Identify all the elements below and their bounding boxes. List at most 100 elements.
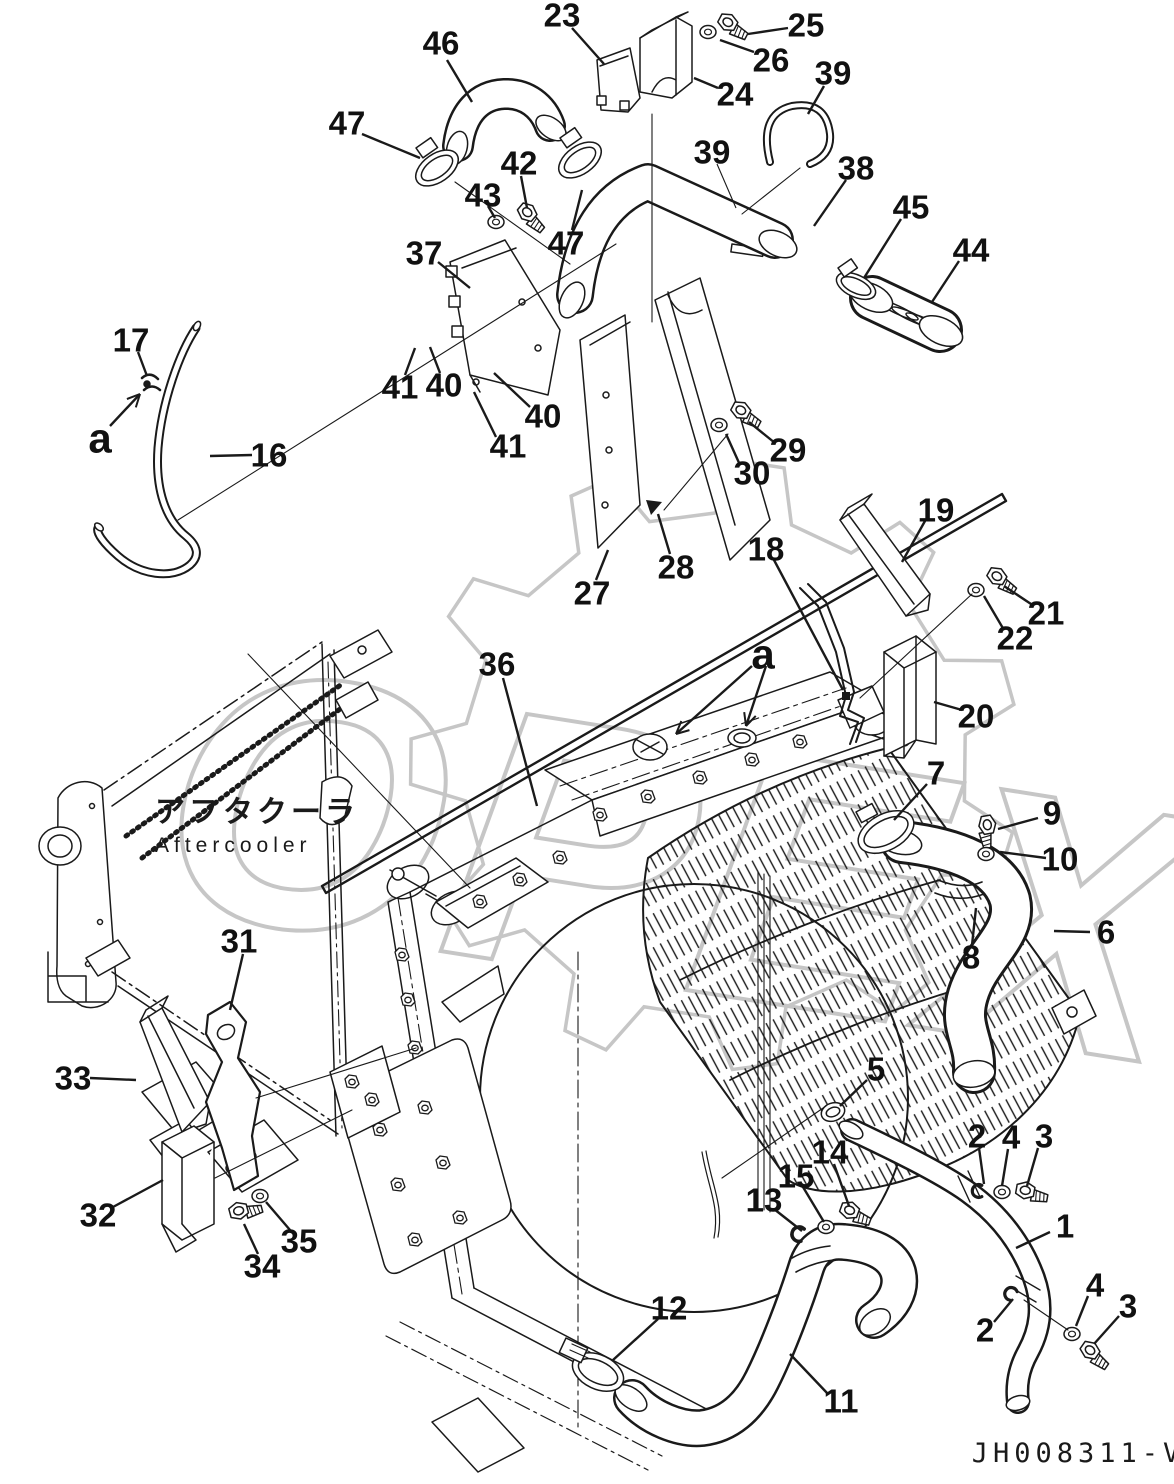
part-27-plate <box>579 314 641 549</box>
alignment-lines <box>177 113 1069 1331</box>
leader-line-23 <box>571 27 605 65</box>
leader-line-43 <box>486 205 497 219</box>
callout-30-23: 30 <box>734 455 771 492</box>
leader-arrowhead-a <box>745 715 757 727</box>
leader-line-30 <box>724 433 742 466</box>
callout-41-19: 41 <box>490 428 527 465</box>
callout-7-33: 7 <box>927 755 945 792</box>
leader-line-a <box>675 665 753 735</box>
part-24-cover <box>639 11 693 99</box>
leader-line-11 <box>789 1353 829 1395</box>
clamp-45 <box>835 258 877 301</box>
leader-line-6 <box>1053 929 1091 934</box>
washer-22 <box>967 582 985 598</box>
callout-11-52: 11 <box>824 1383 859 1420</box>
leader-line-44 <box>930 260 961 303</box>
callout-46-1: 46 <box>423 25 460 62</box>
leader-line-14 <box>832 1163 851 1207</box>
washer-35 <box>251 1188 269 1204</box>
leader-line-8 <box>970 907 978 946</box>
clamp-5 <box>820 1101 846 1123</box>
leader-arrowhead-a <box>134 393 141 408</box>
callout-42-7: 42 <box>501 145 538 182</box>
clamp-12 <box>558 1337 625 1392</box>
leader-line-25 <box>747 26 789 36</box>
callout-9-34: 9 <box>1043 795 1061 832</box>
leader-line-a <box>744 665 768 727</box>
leader-line-2 <box>977 1147 986 1185</box>
callout-19-26: 19 <box>918 492 955 529</box>
callout-3-55: 3 <box>1119 1288 1137 1325</box>
leader-line-29 <box>748 421 776 444</box>
callout-5-43: 5 <box>867 1051 885 1088</box>
callout-35-42: 35 <box>281 1223 318 1260</box>
callout-20-32: 20 <box>958 698 995 735</box>
leader-line-28 <box>656 513 672 555</box>
filler-neck <box>727 728 757 748</box>
leader-line-40 <box>493 372 531 408</box>
part-36-rod <box>320 492 1008 895</box>
part-16-hose <box>93 320 202 579</box>
washer-30 <box>710 417 728 433</box>
leader-line-13 <box>773 1208 803 1232</box>
callout-25-2: 25 <box>788 7 825 44</box>
leader-line-47 <box>570 189 584 231</box>
component-label-en: Aftercooler <box>155 834 312 857</box>
washer-43 <box>487 214 505 230</box>
callout-10-35: 10 <box>1042 841 1079 878</box>
callout-47-6: 47 <box>329 105 366 142</box>
washer-15 <box>817 1219 835 1235</box>
callout-6-36: 6 <box>1097 914 1115 951</box>
leader-line-40 <box>428 346 442 374</box>
leader-arrowhead-a <box>126 393 141 400</box>
part-11-hose <box>613 1222 919 1448</box>
leader-line-26 <box>719 38 755 54</box>
callout-37-10: 37 <box>406 235 443 272</box>
callout-47-9: 47 <box>548 225 585 262</box>
leader-line-41 <box>472 391 498 438</box>
callout-45-13: 45 <box>893 189 930 226</box>
callout-22-29: 22 <box>997 620 1034 657</box>
washer-26 <box>699 24 717 40</box>
leader-line-39 <box>716 163 737 209</box>
drawing-code: JH008311-V <box>972 1438 1174 1469</box>
callout-26-3: 26 <box>753 42 790 79</box>
callout-33-39: 33 <box>55 1060 92 1097</box>
callout-24-4: 24 <box>717 76 754 113</box>
callout-2-44: 2 <box>968 1118 986 1155</box>
leader-line-46 <box>445 59 474 103</box>
leader-line-22 <box>982 595 1006 631</box>
bolt-3-upper <box>1014 1179 1051 1205</box>
leader-line-20 <box>933 700 963 712</box>
callout-18-27: 18 <box>748 531 785 568</box>
part-6-hose <box>877 820 1033 1094</box>
part-46-hose <box>442 78 567 166</box>
clamp-7 <box>855 802 915 854</box>
part-28-strip <box>646 277 771 561</box>
callout-13-49: 13 <box>746 1182 783 1219</box>
leader-line-3 <box>1025 1147 1040 1187</box>
leader-line-33 <box>89 1076 137 1082</box>
leader-line-45 <box>862 218 903 279</box>
callout-17-15: 17 <box>113 322 150 359</box>
leader-line-3 <box>1093 1315 1120 1345</box>
part-31-bracket <box>204 1000 262 1192</box>
component-label-jp: アフタクーラ <box>155 796 359 829</box>
callout-a-20: a <box>88 415 112 462</box>
leader-line-a <box>109 393 141 427</box>
leader-line-15 <box>801 1186 826 1223</box>
callout-32-40: 32 <box>80 1197 117 1234</box>
leader-line-5 <box>839 1079 868 1107</box>
callout-14-47: 14 <box>812 1134 849 1171</box>
leader-line-27 <box>594 549 610 581</box>
nut-10 <box>977 846 995 862</box>
part-20-box <box>883 635 937 759</box>
callout-43-8: 43 <box>465 177 502 214</box>
leader-line-18 <box>772 559 845 691</box>
callout-39-11: 39 <box>694 134 731 171</box>
leader-line-1 <box>1015 1230 1051 1250</box>
callout-21-28: 21 <box>1028 595 1065 632</box>
callout-4-45: 4 <box>1002 1119 1021 1156</box>
